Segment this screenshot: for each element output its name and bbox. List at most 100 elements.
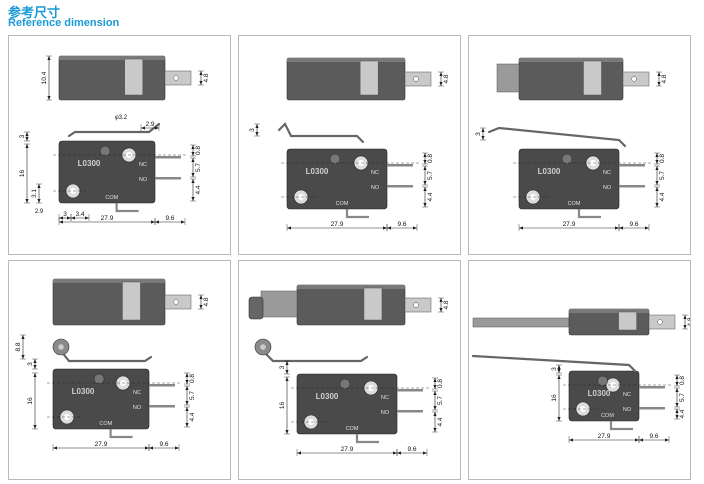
dimension-label: 9.6: [649, 433, 658, 440]
actuator-lever: [261, 349, 369, 363]
nc-terminal: [619, 164, 645, 167]
dimension-arrow: [675, 382, 679, 386]
dimension-arrow: [33, 359, 37, 363]
dimension-arrow: [635, 438, 639, 442]
dimension-arrow: [383, 226, 387, 230]
no-label: NO: [623, 407, 632, 413]
dimension-arrow: [655, 203, 659, 207]
dimension-arrow: [21, 335, 25, 339]
dimension-arrow: [393, 451, 397, 455]
dimension-label: 9.6: [629, 221, 638, 228]
dimension-arrow: [191, 158, 195, 162]
dimension-arrow: [433, 406, 437, 410]
brand-label: L0300: [306, 167, 329, 176]
com-terminal: [345, 209, 369, 219]
dimension-arrow: [155, 126, 159, 130]
dimension-label: 16: [27, 397, 34, 405]
no-terminal: [639, 407, 665, 410]
dimension-label: 3: [551, 367, 558, 371]
switch-body-highlight: [569, 309, 649, 313]
dimension-arrow: [655, 181, 659, 185]
dimension-label: 3.1: [31, 189, 38, 198]
com-terminal: [115, 203, 139, 213]
brand-label: L0300: [316, 392, 339, 401]
dimension-arrow: [481, 128, 485, 132]
dimension-label: 9.6: [165, 215, 174, 222]
dimension-label: 3: [279, 365, 286, 369]
terminal-clip: [359, 60, 379, 96]
switch-body-top-view: [286, 57, 406, 101]
terminal-hole: [413, 302, 419, 308]
dimension-arrow: [47, 96, 51, 100]
dimension-arrow: [655, 187, 659, 191]
dimension-arrow: [569, 438, 573, 442]
dimension-label: 27.9: [331, 221, 344, 228]
dimension-arrow: [199, 71, 203, 75]
dimension-arrow: [285, 430, 289, 434]
dimension-label: 9.6: [159, 441, 168, 448]
com-label: COM: [99, 421, 112, 427]
dimension-arrow: [33, 365, 37, 369]
dimension-arrow: [151, 220, 155, 224]
dimension-label: 9.6: [397, 221, 406, 228]
brand-label: L0300: [78, 159, 101, 168]
plunger-button: [339, 378, 351, 390]
dimension-arrow: [185, 401, 189, 405]
lever-top-view: [472, 317, 574, 328]
dimension-label: 3.4: [75, 211, 84, 218]
dimension-arrow: [675, 415, 679, 419]
nc-label: NC: [371, 170, 379, 176]
dimension-label: 3: [27, 362, 34, 366]
dimension-label: 16: [279, 402, 286, 410]
dimension-arrow: [25, 137, 29, 141]
dimension-arrow: [423, 166, 427, 170]
dimension-arrow: [71, 216, 75, 220]
dimension-label: 4.8: [687, 317, 690, 326]
dimension-label: 0.8: [679, 376, 686, 385]
dimension-label: 4.8: [203, 73, 210, 82]
dimension-arrow: [665, 438, 669, 442]
dimension-arrow: [387, 226, 391, 230]
dimension-label: 5.7: [189, 391, 196, 400]
dimension-arrow: [285, 370, 289, 374]
dimension-label: 27.9: [563, 221, 576, 228]
com-terminal: [609, 421, 633, 431]
com-terminal: [355, 434, 379, 444]
roller-top-view: [248, 296, 264, 320]
nc-terminal: [639, 386, 665, 389]
dimension-label: 4.4: [427, 192, 434, 201]
nc-terminal: [155, 156, 181, 159]
plunger-button: [93, 373, 105, 385]
dimension-label: 27.9: [95, 441, 108, 448]
actuator-lever: [59, 349, 153, 363]
terminal-clip: [583, 60, 602, 96]
brand-label: L0300: [72, 387, 95, 396]
dimension-arrow: [25, 199, 29, 203]
switch-body-top-view: [58, 55, 166, 101]
switch-body-top-view: [52, 278, 166, 326]
dimension-arrow: [145, 446, 149, 450]
dimension-label: 4.4: [679, 409, 686, 418]
switch-body-highlight: [297, 285, 405, 289]
page-title-en: Reference dimension: [8, 17, 120, 29]
dimension-arrow: [191, 197, 195, 201]
dimension-arrow: [175, 446, 179, 450]
dimension-arrow: [185, 380, 189, 384]
actuator-lever: [487, 126, 627, 148]
no-label: NO: [603, 185, 612, 191]
lever-top-view: [496, 63, 520, 93]
dimension-arrow: [149, 446, 153, 450]
terminal-hole: [657, 319, 663, 325]
dimension-label: 0.8: [437, 379, 444, 388]
nc-label: NC: [139, 162, 147, 168]
dimension-label: 4.8: [203, 297, 210, 306]
dimension-label: 3: [63, 211, 67, 218]
nc-label: NC: [133, 390, 141, 396]
switch-body-top-view: [518, 57, 624, 101]
dimension-label: 16: [19, 170, 26, 178]
dimension-label: 0.8: [427, 154, 434, 163]
